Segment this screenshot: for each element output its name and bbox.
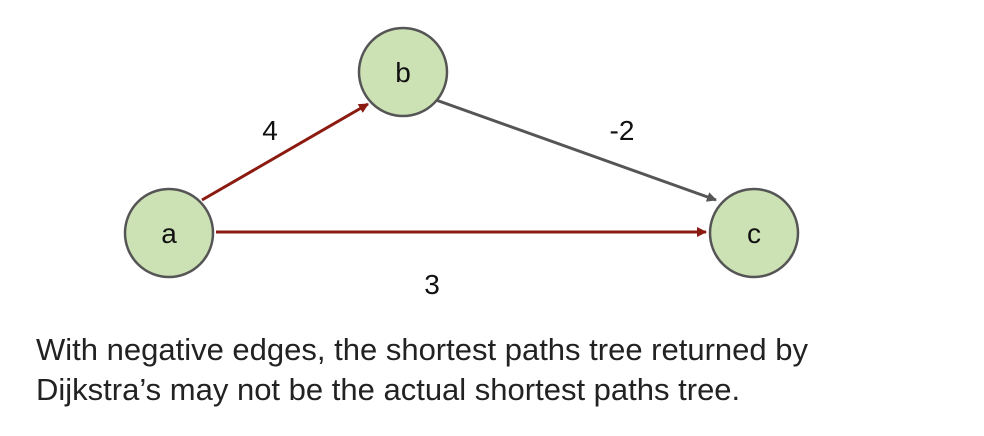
node-a: a [123,187,215,279]
node-a-circle [123,187,215,279]
caption-line-2: Dijkstra’s may not be the actual shortes… [36,372,741,407]
node-c: c [708,187,800,279]
edge-b-c [435,98,717,202]
node-b-label: b [395,57,411,88]
edge-a-b [201,102,369,202]
edge-weight-b-c: -2 [610,115,635,146]
node-b-circle [357,26,449,118]
node-c-label: c [747,218,761,249]
caption: With negative edges, the shortest paths … [36,330,976,410]
caption-line-1: With negative edges, the shortest paths … [36,332,809,367]
node-b: b [357,26,449,118]
edge-weight-a-c: 3 [424,269,440,300]
graph-diagram: 4 -2 3 b a c [123,26,800,300]
edge-weight-a-b: 4 [262,115,278,146]
node-a-label: a [161,218,177,249]
node-c-circle [708,187,800,279]
